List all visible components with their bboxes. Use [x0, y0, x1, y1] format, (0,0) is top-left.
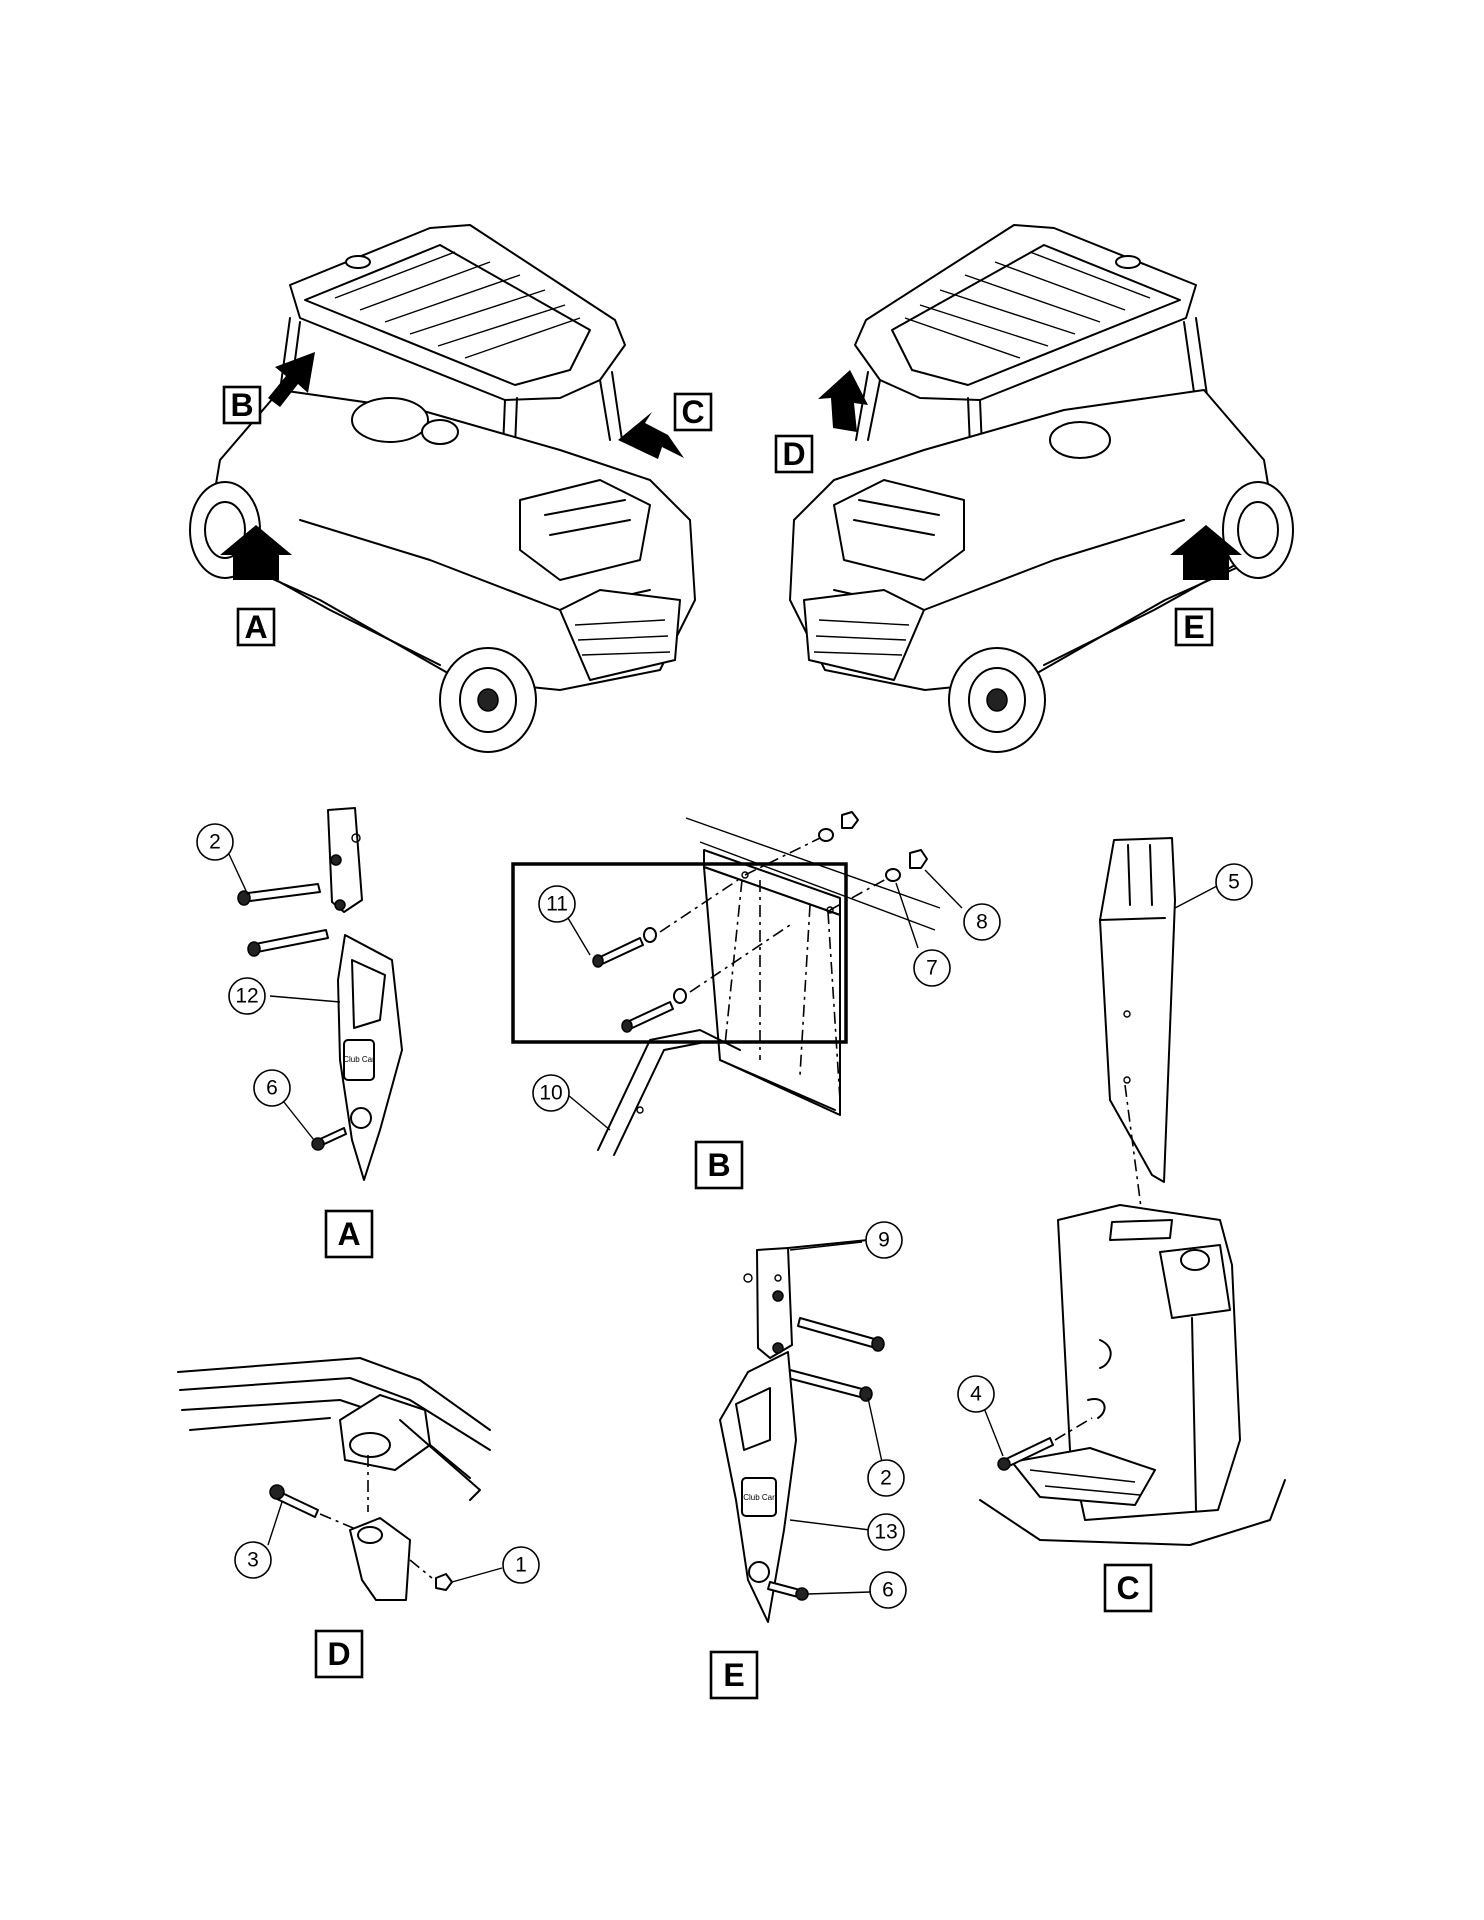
view-label-c-detail: C — [1103, 1563, 1153, 1613]
svg-text:A: A — [337, 1216, 360, 1252]
view-label-d-detail: D — [314, 1629, 364, 1679]
svg-text:3: 3 — [247, 1549, 259, 1572]
svg-text:A: A — [244, 609, 267, 645]
svg-text:8: 8 — [976, 911, 988, 934]
arrow-to-view-e-icon — [1170, 525, 1242, 580]
callout-11: 11 — [538, 885, 576, 923]
svg-text:Club Car: Club Car — [743, 1493, 775, 1502]
detail-e: Club Car — [719, 1239, 885, 1623]
callout-13: 13 — [867, 1513, 905, 1551]
svg-text:5: 5 — [1228, 871, 1240, 894]
callout-2-e: 2 — [867, 1459, 905, 1497]
post-9 — [756, 1247, 793, 1359]
cart-overview-left — [189, 224, 696, 753]
svg-text:13: 13 — [874, 1521, 897, 1544]
detail-highlight-frame — [511, 862, 848, 1044]
view-label-b-detail: B — [694, 1140, 744, 1190]
callout-6-e: 6 — [869, 1571, 907, 1609]
svg-text:Club Car: Club Car — [343, 1055, 375, 1064]
detail-d — [177, 1357, 503, 1601]
nut-1 — [435, 1573, 453, 1591]
callout-8: 8 — [963, 903, 1001, 941]
arrow-to-view-a-icon — [220, 525, 292, 580]
callout-1: 1 — [502, 1546, 540, 1584]
view-label-e-overview: E — [1174, 607, 1214, 647]
callout-10: 10 — [532, 1074, 570, 1112]
svg-text:10: 10 — [539, 1082, 562, 1105]
view-label-b-overview: B — [222, 385, 262, 425]
svg-text:4: 4 — [970, 1383, 982, 1406]
callout-6-a: 6 — [253, 1069, 291, 1107]
detail-c — [979, 837, 1286, 1546]
callout-5: 5 — [1215, 863, 1253, 901]
svg-text:D: D — [782, 436, 805, 472]
svg-text:E: E — [1183, 609, 1204, 645]
svg-text:B: B — [707, 1147, 730, 1183]
arrow-to-view-b-icon — [268, 352, 315, 407]
view-label-e-detail: E — [709, 1650, 759, 1700]
svg-text:E: E — [723, 1657, 744, 1693]
bolt-2-e-upper — [797, 1317, 879, 1349]
view-label-c-overview: C — [673, 392, 713, 432]
detail-a: Club Car — [227, 807, 403, 1181]
callout-4: 4 — [957, 1375, 995, 1413]
svg-text:B: B — [230, 387, 253, 423]
svg-text:7: 7 — [926, 957, 938, 980]
svg-text:6: 6 — [882, 1579, 894, 1602]
bolt-2-e-lower — [787, 1369, 867, 1399]
view-label-d-overview: D — [774, 434, 814, 474]
bolt-2-upper — [239, 883, 321, 903]
svg-text:6: 6 — [266, 1077, 278, 1100]
callout-3: 3 — [234, 1541, 272, 1579]
svg-text:1: 1 — [515, 1554, 527, 1577]
svg-text:12: 12 — [235, 985, 258, 1008]
svg-text:C: C — [681, 394, 704, 430]
svg-text:11: 11 — [546, 893, 568, 916]
detail-b — [511, 811, 963, 1156]
callout-7: 7 — [913, 949, 951, 987]
view-label-a-overview: A — [236, 607, 276, 647]
bolt-2-lower — [249, 929, 329, 954]
svg-text:9: 9 — [878, 1229, 890, 1252]
svg-text:2: 2 — [209, 831, 221, 854]
view-label-a-detail: A — [324, 1209, 374, 1259]
callout-12: 12 — [228, 977, 266, 1015]
cart-overview-right — [789, 224, 1294, 753]
arrow-to-view-d-icon — [818, 370, 868, 432]
callout-2-a: 2 — [196, 823, 234, 861]
svg-text:D: D — [327, 1636, 350, 1672]
svg-text:C: C — [1116, 1570, 1139, 1606]
arrow-to-view-c-icon — [618, 412, 684, 459]
post-5 — [1099, 837, 1176, 1183]
svg-text:2: 2 — [880, 1467, 892, 1490]
callout-9: 9 — [865, 1221, 903, 1259]
